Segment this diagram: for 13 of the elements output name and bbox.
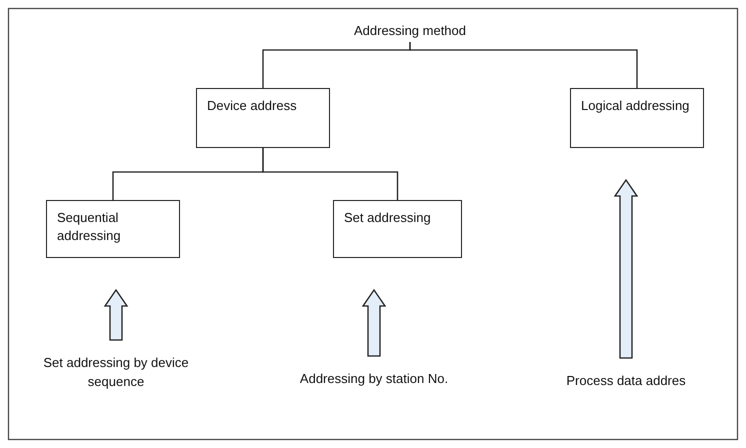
description-text: Set addressing by device sequence	[36, 354, 196, 394]
description-text: Addressing by station No.	[276, 370, 472, 390]
process-box: Logical addressing	[570, 88, 704, 148]
hollow-arrow	[362, 288, 386, 357]
connector-line	[409, 42, 638, 88]
heading-label: Addressing method	[318, 22, 502, 42]
hollow-arrow	[614, 178, 638, 359]
process-box: Set addressing	[333, 200, 462, 258]
description-text: Process data addres	[536, 372, 716, 392]
process-box: Sequential addressing	[46, 200, 180, 258]
hollow-arrow	[104, 288, 128, 341]
process-box: Device address	[196, 88, 330, 148]
connector-line	[262, 148, 398, 200]
